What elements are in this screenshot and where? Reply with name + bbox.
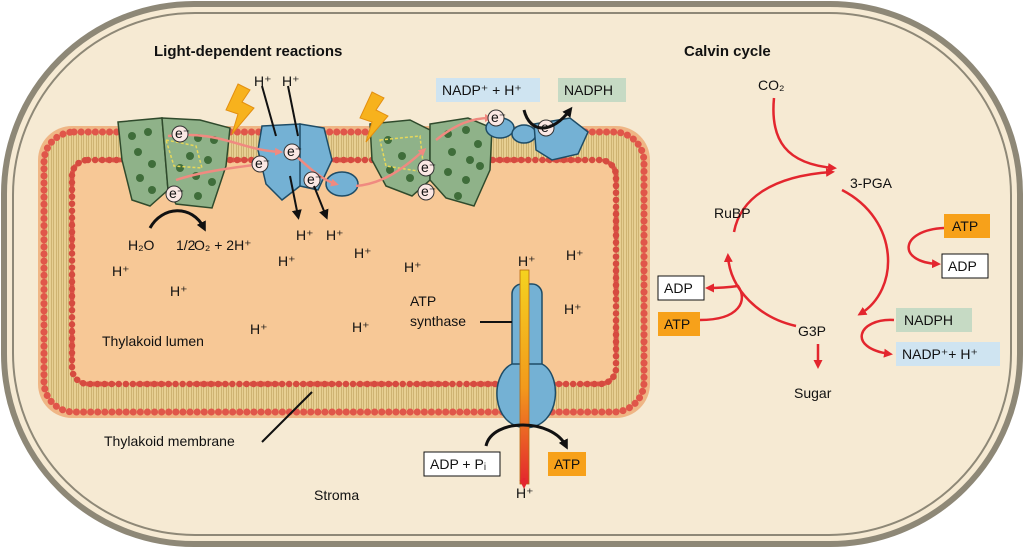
atp-adp-branch (907, 226, 945, 269)
svg-text:H⁺: H⁺ (352, 319, 370, 335)
nadph-box (558, 78, 626, 102)
calvin-cycle (699, 97, 945, 369)
proton-channel (519, 269, 530, 485)
calvin-atp-label: ATP (952, 218, 978, 234)
pga-to-g3p-arrow (841, 188, 890, 316)
svg-text:H⁺: H⁺ (518, 253, 536, 269)
svg-text:H⁺: H⁺ (516, 485, 534, 501)
thylakoid (38, 126, 650, 418)
atp-synthase (496, 269, 557, 489)
calvin-nadp-box (896, 342, 1000, 366)
calvin-atp-left-label: ATP (664, 316, 690, 332)
svg-text:H⁺: H⁺ (564, 301, 582, 317)
atp-box (548, 452, 586, 476)
nadph-label: NADPH (564, 82, 613, 98)
svg-text:H⁺: H⁺ (326, 227, 344, 243)
atp-synthase-label-2: synthase (410, 313, 466, 329)
membrane-heads-inner (68, 156, 620, 388)
plastocyanin (325, 171, 359, 197)
calvin-atp-left-box (658, 312, 700, 336)
electrons: e⁻ e⁻ e⁻ e⁻ e⁻ e⁻ e⁻ e⁻ e⁻ (165, 109, 556, 203)
svg-text:e⁻: e⁻ (169, 185, 184, 201)
svg-text:e⁻: e⁻ (421, 159, 436, 175)
calvin-adp-label: ADP (948, 258, 977, 274)
calvin-nadph-label: NADPH (904, 312, 953, 328)
svg-text:e⁻: e⁻ (175, 125, 190, 141)
rubp-to-pga-arrow (732, 167, 835, 233)
electron-flow-arrow (435, 114, 493, 141)
sugar-label: Sugar (794, 385, 832, 401)
light-bolt-icon (359, 91, 389, 143)
svg-text:H⁺: H⁺ (404, 259, 422, 275)
proton-pump-arrow (287, 85, 299, 137)
calvin-adp-box (941, 253, 989, 279)
oxygen-label: O₂ + 2H⁺ (194, 237, 252, 253)
svg-text:H⁺: H⁺ (112, 263, 130, 279)
calvin-cycle-heading: Calvin cycle (684, 43, 771, 60)
svg-text:H⁺: H⁺ (566, 247, 584, 263)
light-bolt-icon (225, 83, 255, 135)
svg-text:e⁻: e⁻ (255, 155, 270, 171)
calvin-nadp-label: NADP⁺+ H⁺ (902, 346, 978, 362)
membrane-heads-outer (40, 128, 648, 416)
nadp-label: NADP⁺ + H⁺ (442, 82, 522, 98)
membrane-pointer (261, 391, 313, 443)
co2-label: CO₂ (758, 77, 784, 93)
svg-text:H⁺: H⁺ (296, 227, 314, 243)
stroma-label: Stroma (314, 487, 359, 503)
calvin-adp-left-box (657, 275, 705, 301)
proton-pump-arrow (289, 175, 302, 220)
svg-text:H⁺: H⁺ (354, 245, 372, 261)
nadph-formation-arrow (522, 106, 573, 130)
svg-text:e⁻: e⁻ (421, 183, 436, 199)
svg-text:H⁺: H⁺ (254, 73, 272, 89)
atp-synthase-label-1: ATP (410, 293, 436, 309)
adp-pi-box (423, 451, 501, 477)
nadp-box (436, 78, 540, 102)
pga-label: 3-PGA (850, 175, 893, 191)
svg-text:e⁻: e⁻ (491, 109, 506, 125)
g3p-to-rubp-arrow (723, 253, 797, 328)
atp-label: ATP (554, 456, 580, 472)
calvin-adp-left-label: ADP (664, 280, 693, 296)
svg-text:H⁺: H⁺ (250, 321, 268, 337)
water-splitting-arrow (148, 209, 206, 232)
svg-text:e⁻: e⁻ (307, 171, 322, 187)
chloroplast-inner-membrane (12, 12, 1012, 536)
atp-adp-left-branch (699, 283, 744, 322)
light-reactions-heading: Light-dependent reactions (154, 43, 342, 60)
svg-text:e⁻: e⁻ (287, 143, 302, 159)
proton-pump-arrow (261, 85, 277, 137)
svg-text:H⁺: H⁺ (278, 253, 296, 269)
rubp-label: RuBP (714, 205, 751, 221)
lumen-label: Thylakoid lumen (102, 333, 204, 349)
svg-text:H⁺: H⁺ (170, 283, 188, 299)
oxygen-fraction: 1/2 (176, 237, 196, 253)
proton-pump-arrow (313, 185, 329, 220)
g3p-label: G3P (798, 323, 826, 339)
atp-formation-arrow (484, 423, 568, 450)
adp-pi-label: ADP + Pᵢ (430, 456, 486, 472)
water-label: H₂O (128, 237, 155, 253)
protons: H⁺ H⁺ H⁺ H⁺ H⁺ H⁺ H⁺ H⁺ H⁺ H⁺ H⁺ H⁺ H⁺ H… (112, 73, 584, 501)
membrane-label: Thylakoid membrane (104, 433, 235, 449)
calvin-nadph-box (896, 308, 972, 332)
svg-text:H⁺: H⁺ (282, 73, 300, 89)
nadph-nadp-branch (860, 318, 895, 358)
calvin-atp-box (944, 214, 990, 238)
electron-flow-arrow (355, 147, 427, 188)
co2-arrow (772, 97, 837, 172)
